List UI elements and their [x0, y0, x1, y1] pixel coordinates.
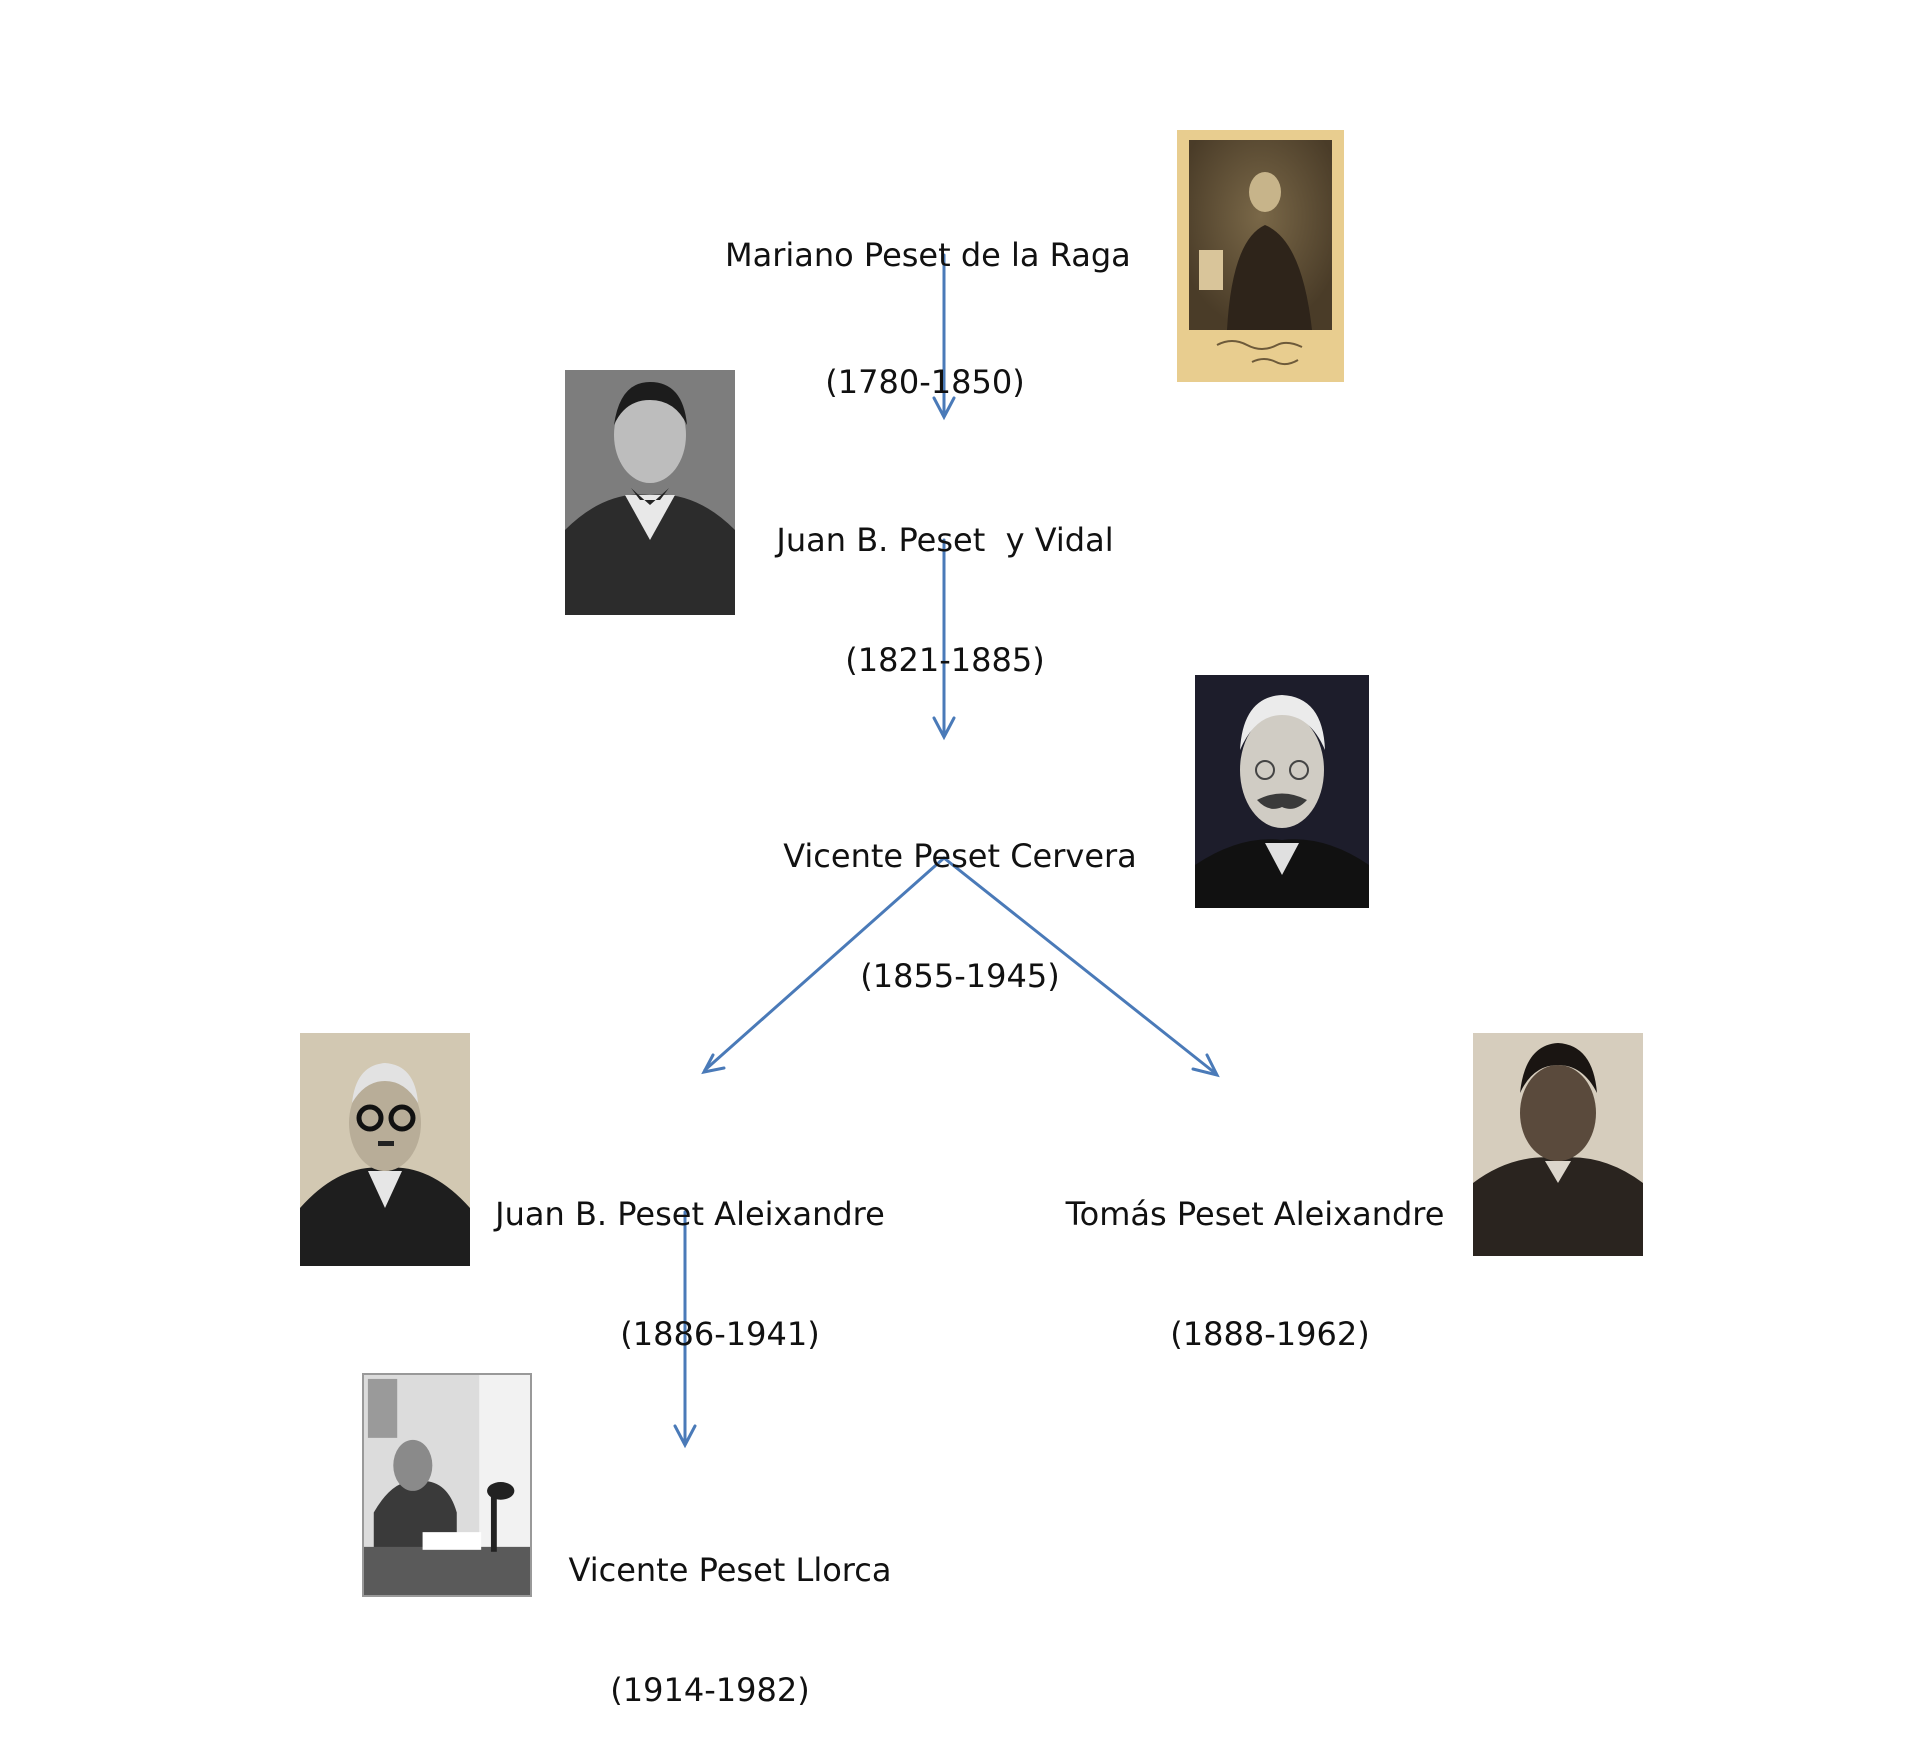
portrait-tomas	[1473, 1033, 1643, 1256]
person-vicente-cervera: Vicente Peset Cervera (1855-1945)	[760, 756, 1160, 1036]
arrow-juan-aleixandre-to-vicente-llorca	[673, 1210, 697, 1449]
person-name: Vicente Peset Cervera	[783, 837, 1137, 875]
person-name: Juan B. Peset y Vidal	[776, 521, 1114, 559]
person-years: (1821-1885)	[845, 641, 1045, 679]
portrait-vicente-cervera	[1195, 675, 1369, 908]
arrow-vicente-cervera-to-juan-aleixandre	[701, 856, 946, 1075]
person-juan-aleixandre: Juan B. Peset Aleixandre (1886-1941)	[480, 1114, 900, 1394]
portrait-juan-aleixandre	[300, 1033, 470, 1266]
person-years: (1780-1850)	[825, 363, 1025, 401]
person-years: (1886-1941)	[620, 1315, 820, 1353]
portrait-mariano	[1177, 130, 1344, 382]
arrows-layer	[673, 253, 1220, 1449]
portrait-juan-vidal	[565, 370, 735, 615]
portrait-vicente-llorca	[362, 1373, 532, 1597]
person-vicente-llorca: Vicente Peset Llorca (1914-1982)	[520, 1470, 900, 1750]
person-tomas: Tomás Peset Aleixandre (1888-1962)	[1045, 1114, 1465, 1394]
person-name: Vicente Peset Llorca	[568, 1551, 892, 1589]
arrow-vicente-cervera-to-tomas	[942, 856, 1220, 1078]
person-mariano: Mariano Peset de la Raga (1780-1850)	[725, 155, 1131, 442]
person-name: Mariano Peset de la Raga	[725, 236, 1131, 274]
person-years: (1855-1945)	[860, 957, 1060, 995]
person-juan-vidal: Juan B. Peset y Vidal (1821-1885)	[735, 440, 1155, 720]
arrow-mariano-to-juan-vidal	[932, 253, 956, 421]
person-name: Juan B. Peset Aleixandre	[495, 1195, 885, 1233]
person-years: (1914-1982)	[610, 1671, 810, 1709]
person-name: Tomás Peset Aleixandre	[1065, 1195, 1445, 1233]
arrow-juan-vidal-to-vicente-cervera	[932, 538, 956, 741]
person-years: (1888-1962)	[1170, 1315, 1370, 1353]
